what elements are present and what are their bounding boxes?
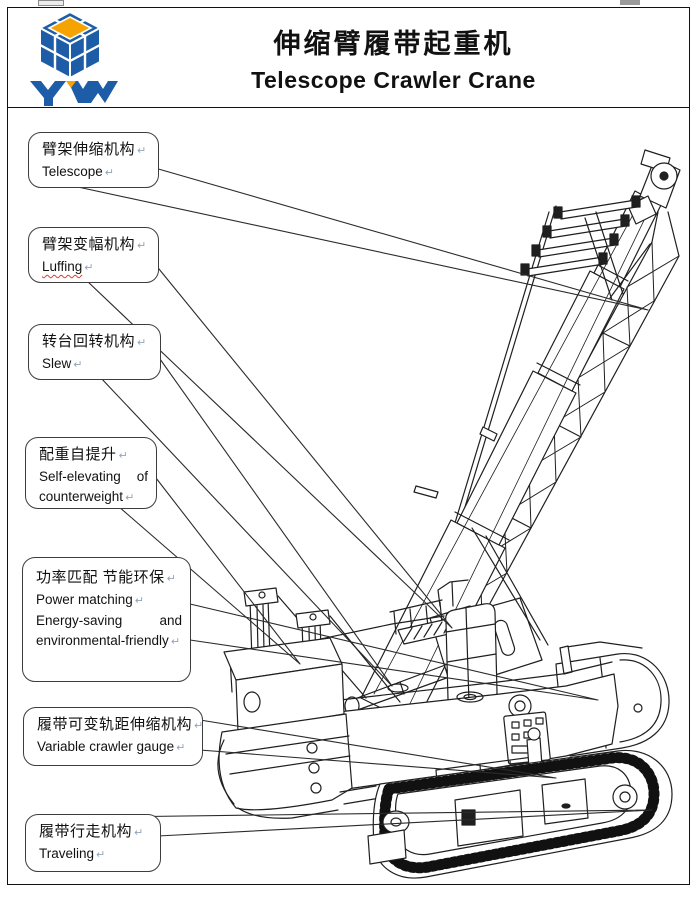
- logo-cube-icon: [37, 10, 103, 80]
- callout-power-en1: Power matching↵: [36, 592, 145, 607]
- callout-power-zh: 功率匹配 节能环保↵: [36, 569, 177, 586]
- header-band: 伸缩臂履带起重机 Telescope Crawler Crane: [8, 8, 689, 108]
- callout-luffing: 臂架变幅机构↵ Luffing↵: [28, 227, 159, 283]
- callout-telescope-zh: 臂架伸缩机构↵: [42, 141, 147, 158]
- callout-luffing-en: Luffing↵: [42, 259, 94, 274]
- callout-leader-lines: [63, 165, 653, 837]
- top-edge-artifact-left: [38, 0, 64, 6]
- callout-counterweight-zh: 配重自提升↵: [39, 446, 129, 463]
- callout-counterweight-en2: counterweight↵: [39, 489, 135, 504]
- leader-power: [189, 603, 599, 701]
- boom-head: [627, 149, 681, 225]
- counterweight-stack: [217, 637, 353, 819]
- logo-letters-yw: [30, 81, 118, 106]
- callout-telescope: 臂架伸缩机构↵ Telescope↵: [28, 132, 159, 188]
- leader-gauge: [199, 719, 557, 779]
- callout-luffing-zh: 臂架变幅机构↵: [42, 236, 147, 253]
- callout-traveling: 履带行走机构↵ Traveling↵: [25, 814, 161, 872]
- callout-traveling-en: Traveling↵: [39, 846, 106, 861]
- company-logo: [30, 10, 118, 106]
- callout-gauge: 履带可变轨距伸缩机构↵ Variable crawler gauge↵: [23, 707, 203, 766]
- callout-traveling-zh: 履带行走机构↵: [39, 823, 144, 840]
- callout-slew: 转台回转机构↵ Slew↵: [28, 324, 161, 380]
- page-title-english: Telescope Crawler Crane: [251, 66, 536, 93]
- callout-power-en3: environmental-friendly↵: [36, 633, 181, 648]
- page-title-chinese: 伸缩臂履带起重机: [273, 28, 514, 59]
- callout-telescope-en: Telescope↵: [42, 164, 115, 179]
- crawler-track: [367, 749, 673, 879]
- leader-traveling: [107, 809, 653, 837]
- top-edge-artifact-right: [620, 0, 640, 5]
- callout-slew-en: Slew↵: [42, 356, 83, 371]
- callout-power: 功率匹配 节能环保↵ Power matching↵ Energy-saving…: [22, 557, 191, 682]
- title-block: 伸缩臂履带起重机 Telescope Crawler Crane: [108, 8, 679, 107]
- operator-cab: [437, 579, 498, 709]
- leader-telescope: [63, 165, 649, 311]
- callout-slew-zh: 转台回转机构↵: [42, 333, 147, 350]
- leader-luffing: [85, 257, 453, 629]
- callout-gauge-zh: 履带可变轨距伸缩机构↵: [37, 716, 204, 733]
- leader-slew: [99, 351, 393, 687]
- boom-head-pin-rows: [520, 195, 651, 301]
- callout-gauge-en: Variable crawler gauge↵: [37, 739, 186, 754]
